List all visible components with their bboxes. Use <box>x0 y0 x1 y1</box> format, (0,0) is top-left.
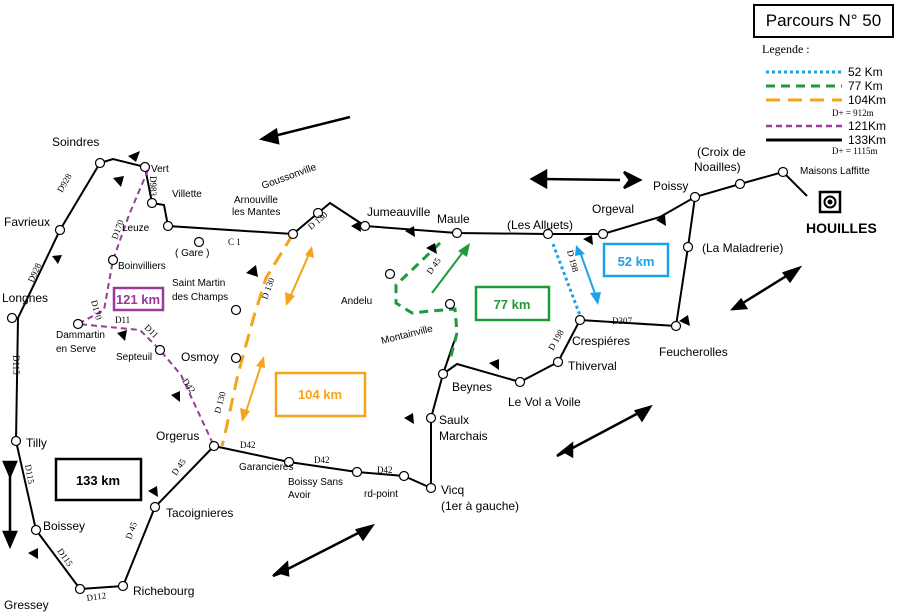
place-label: Maule <box>437 212 470 226</box>
place-label: Garancieres <box>239 462 293 473</box>
legend-label: 133Km <box>848 133 887 147</box>
road-label: D307 <box>612 316 632 326</box>
place-label: Favrieux <box>4 215 50 229</box>
place-label: Boissey <box>43 519 85 533</box>
place-label: Beynes <box>452 380 492 394</box>
route-52km <box>551 243 583 319</box>
road-label: D42 <box>180 376 197 394</box>
road-label: D 45 <box>169 456 188 477</box>
road-label: D115 <box>55 546 75 568</box>
legend-entry: 77 Km <box>760 79 900 94</box>
legend: Legende : 52 Km 77 Km 104Km D+ = 912m 12… <box>760 42 900 157</box>
distance-box-label: 104 km <box>298 387 342 402</box>
direction-arrows <box>2 115 803 578</box>
place-label: (1er à gauche) <box>441 499 519 513</box>
legend-note: D+ = 1115m <box>832 146 878 156</box>
road-label: D42 <box>240 440 256 450</box>
destination-label: HOUILLES <box>806 220 877 236</box>
place-label: Goussonville <box>260 162 318 192</box>
legend-label: 121Km <box>848 119 887 133</box>
route-121km <box>74 169 215 447</box>
place-label: Poissy <box>653 179 688 193</box>
place-label: Maisons Laffitte <box>800 166 870 177</box>
road-label: D11 <box>143 322 161 340</box>
route-133km <box>14 157 808 591</box>
road-label: D 198 <box>546 327 566 352</box>
place-label: Longnes <box>2 291 48 305</box>
place-label: Le Vol a Voile <box>508 395 581 409</box>
place-label: Crespiéres <box>572 334 630 348</box>
climb-markers <box>28 151 690 559</box>
route-77km <box>394 241 459 361</box>
place-label: Vicq <box>441 483 464 497</box>
legend-note: D+ = 912m <box>832 108 874 118</box>
legend-entry: 121Km <box>760 119 900 134</box>
legend-label: 77 Km <box>848 79 883 93</box>
road-label: D 45 <box>123 520 139 541</box>
legend-entry: 133Km <box>760 133 900 148</box>
road-label: D 130 <box>306 209 330 231</box>
legend-entry: 104Km <box>760 93 900 108</box>
place-label: Montainville <box>380 323 434 347</box>
legend-entry: 52 Km <box>760 65 900 80</box>
distance-box-label: 77 km <box>494 297 531 312</box>
place-label: Jumeauville <box>367 205 431 219</box>
road-label: D 130 <box>212 390 228 415</box>
place-label: Vert <box>151 164 169 175</box>
road-label: D115 <box>23 464 36 486</box>
target-icon <box>818 190 842 214</box>
place-label: Osmoy <box>181 350 219 364</box>
route-direction-arrows <box>240 243 601 422</box>
place-label: Soindres <box>52 135 99 149</box>
place-label: Thiverval <box>568 359 617 373</box>
place-label: Septeuil <box>116 352 152 363</box>
distance-box-label: 133 km <box>76 473 120 488</box>
place-label: Andelu <box>341 296 372 307</box>
legend-label: 52 Km <box>848 65 883 79</box>
road-label: D112 <box>86 590 107 603</box>
place-label: Gressey <box>4 598 49 612</box>
place-label: Richebourg <box>133 584 194 598</box>
place-label: Feucherolles <box>659 345 728 359</box>
road-label: C 1 <box>228 237 241 247</box>
road-label: D 130 <box>259 276 276 301</box>
road-label: D983 <box>148 176 158 196</box>
place-label: Leuze <box>122 223 150 234</box>
place-label: (Les Alluets) <box>507 218 573 232</box>
distance-boxes <box>54 242 670 502</box>
place-label: rd-point <box>364 489 398 500</box>
place-label-line: Arnouville <box>234 195 278 206</box>
place-label: Orgeval <box>592 202 634 216</box>
page-title: Parcours N° 50 <box>753 4 894 38</box>
road-label: D42 <box>314 455 330 465</box>
place-label: Villette <box>172 189 202 200</box>
distance-box-label: 121 km <box>116 292 160 307</box>
road-label: D 45 <box>424 255 443 276</box>
road-label: D115 <box>11 355 21 375</box>
legend-title: Legende : <box>762 42 810 56</box>
place-label: Tacoignieres <box>166 506 233 520</box>
waypoints <box>6 157 789 595</box>
distance-box-label: 52 km <box>618 254 655 269</box>
road-label: D928 <box>55 171 74 194</box>
legend-label: 104Km <box>848 93 887 107</box>
place-label: Orgerus <box>156 429 199 443</box>
route-104km <box>220 233 295 447</box>
place-label: Boinvilliers <box>118 261 166 272</box>
place-label: (La Maladrerie) <box>702 241 783 255</box>
place-label: ( Gare ) <box>175 248 209 259</box>
place-label: Tilly <box>26 436 47 450</box>
road-label: D42 <box>377 465 393 475</box>
road-label: D11 <box>115 315 130 325</box>
